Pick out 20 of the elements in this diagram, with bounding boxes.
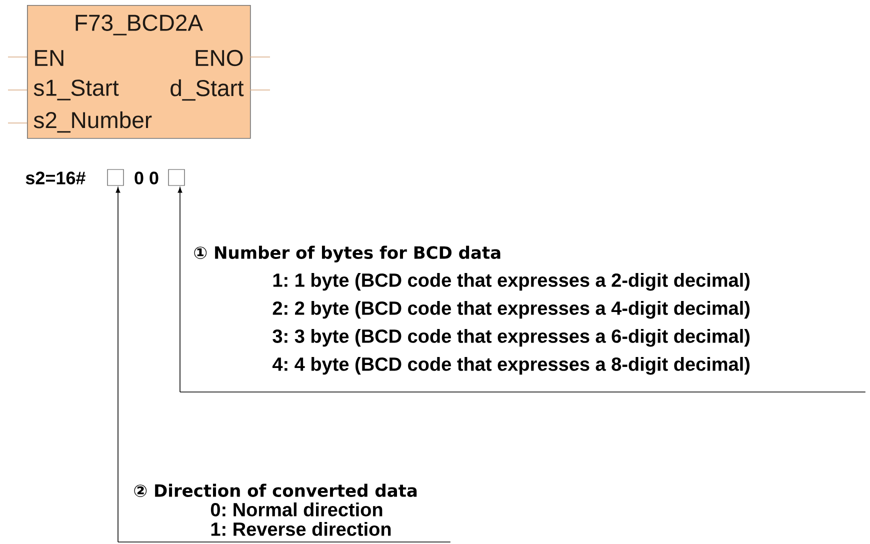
node-label: 3: 3 byte (BCD code that expresses a 6-digit decimal): [272, 328, 750, 347]
leader-line: [116, 187, 120, 542]
digit-label: 0 0: [134, 172, 158, 184]
pin-label: s2_Number: [34, 111, 152, 133]
empty-box: [168, 169, 185, 186]
node-label: 4: 4 byte (BCD code that expresses a 8-digit decimal): [272, 356, 750, 375]
empty-box: [107, 169, 124, 186]
pin-label: d_Start: [170, 79, 244, 101]
note-text: ① Number of bytes for BCD data 1: 1 byte (BCD code that expresses a 2-digit decimal) 2: 2 byte (BCD code that expresses a 4-digit decimal) 3: 3 byte (BCD code that expresses a 6-digit decimal) 4: 4 byte (BCD code that expresses a 8-digit decimal): [194, 246, 750, 375]
function-block: [27, 5, 251, 139]
leader-line: [178, 187, 182, 392]
node-label: 1: 1 byte (BCD code that expresses a 2-digit decimal): [273, 272, 750, 291]
pin-label: s1_Start: [34, 80, 119, 100]
pin-label: ENO: [196, 50, 243, 66]
node-label: 2: 2 byte (BCD code that expresses a 4-digit decimal): [272, 300, 750, 319]
pin-label: EN: [35, 50, 64, 66]
node-label: ① Number of bytes for BCD data: [194, 246, 500, 262]
block-title: F73_BCD2A: [76, 14, 203, 36]
value-prefix: s2=16#: [26, 172, 86, 184]
note-text: ② Direction of converted data 0: Normal direction 1: Reverse direction: [134, 484, 417, 536]
